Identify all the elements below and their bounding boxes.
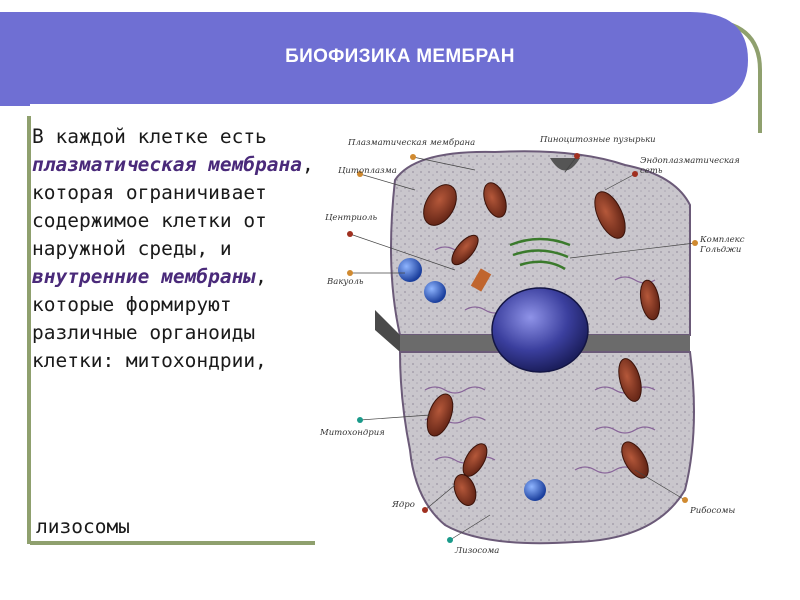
label-ribosomes: Рибосомы — [690, 506, 736, 516]
cell-upper-section — [390, 150, 691, 336]
left-accent-line — [27, 116, 31, 544]
slide-title: БИОФИЗИКА МЕМБРАН — [285, 46, 515, 67]
vacuole-1 — [398, 258, 422, 282]
cell-illustration — [347, 150, 698, 545]
label-centriole: Центриоль — [325, 213, 378, 223]
text-part-2: , которая ограничивает содержимое клетки… — [32, 153, 314, 260]
mitochondria-group — [423, 182, 661, 506]
text-part-3: , которые формируют различные органоиды … — [32, 265, 267, 372]
text-last-line: лизосомы — [36, 515, 130, 538]
label-lysosome: Лизосома — [455, 546, 500, 556]
pinocytic-vesicle — [550, 158, 580, 171]
label-mitochondria: Митохондрия — [320, 428, 385, 438]
label-plasma-membrane: Плазматическая мембрана — [348, 138, 476, 148]
label-dots — [347, 153, 698, 543]
label-pinocytic-vesicles: Пиноцитозные пузырьки — [540, 135, 656, 145]
bottom-accent-line — [30, 541, 315, 545]
title-banner — [0, 12, 748, 106]
centriole — [470, 268, 492, 292]
emphasis-plasma-membrane: плазматическая мембрана — [32, 153, 303, 176]
cell-lower-section — [398, 351, 695, 545]
emphasis-inner-membranes: внутренние мембраны — [32, 265, 256, 288]
label-vacuole: Вакуоль — [327, 277, 364, 287]
nucleus — [491, 287, 589, 373]
golgi-complex — [509, 237, 571, 271]
label-golgi: Комплекс Гольджи — [700, 235, 745, 255]
label-cytoplasm: Цитоплазма — [338, 166, 397, 176]
body-paragraph: В каждой клетке есть плазматическая мемб… — [32, 123, 317, 375]
text-part-1: В каждой клетке есть — [32, 125, 267, 148]
label-er: Эндоплазматическая сеть — [640, 156, 740, 176]
label-nucleus: Ядро — [392, 500, 415, 510]
